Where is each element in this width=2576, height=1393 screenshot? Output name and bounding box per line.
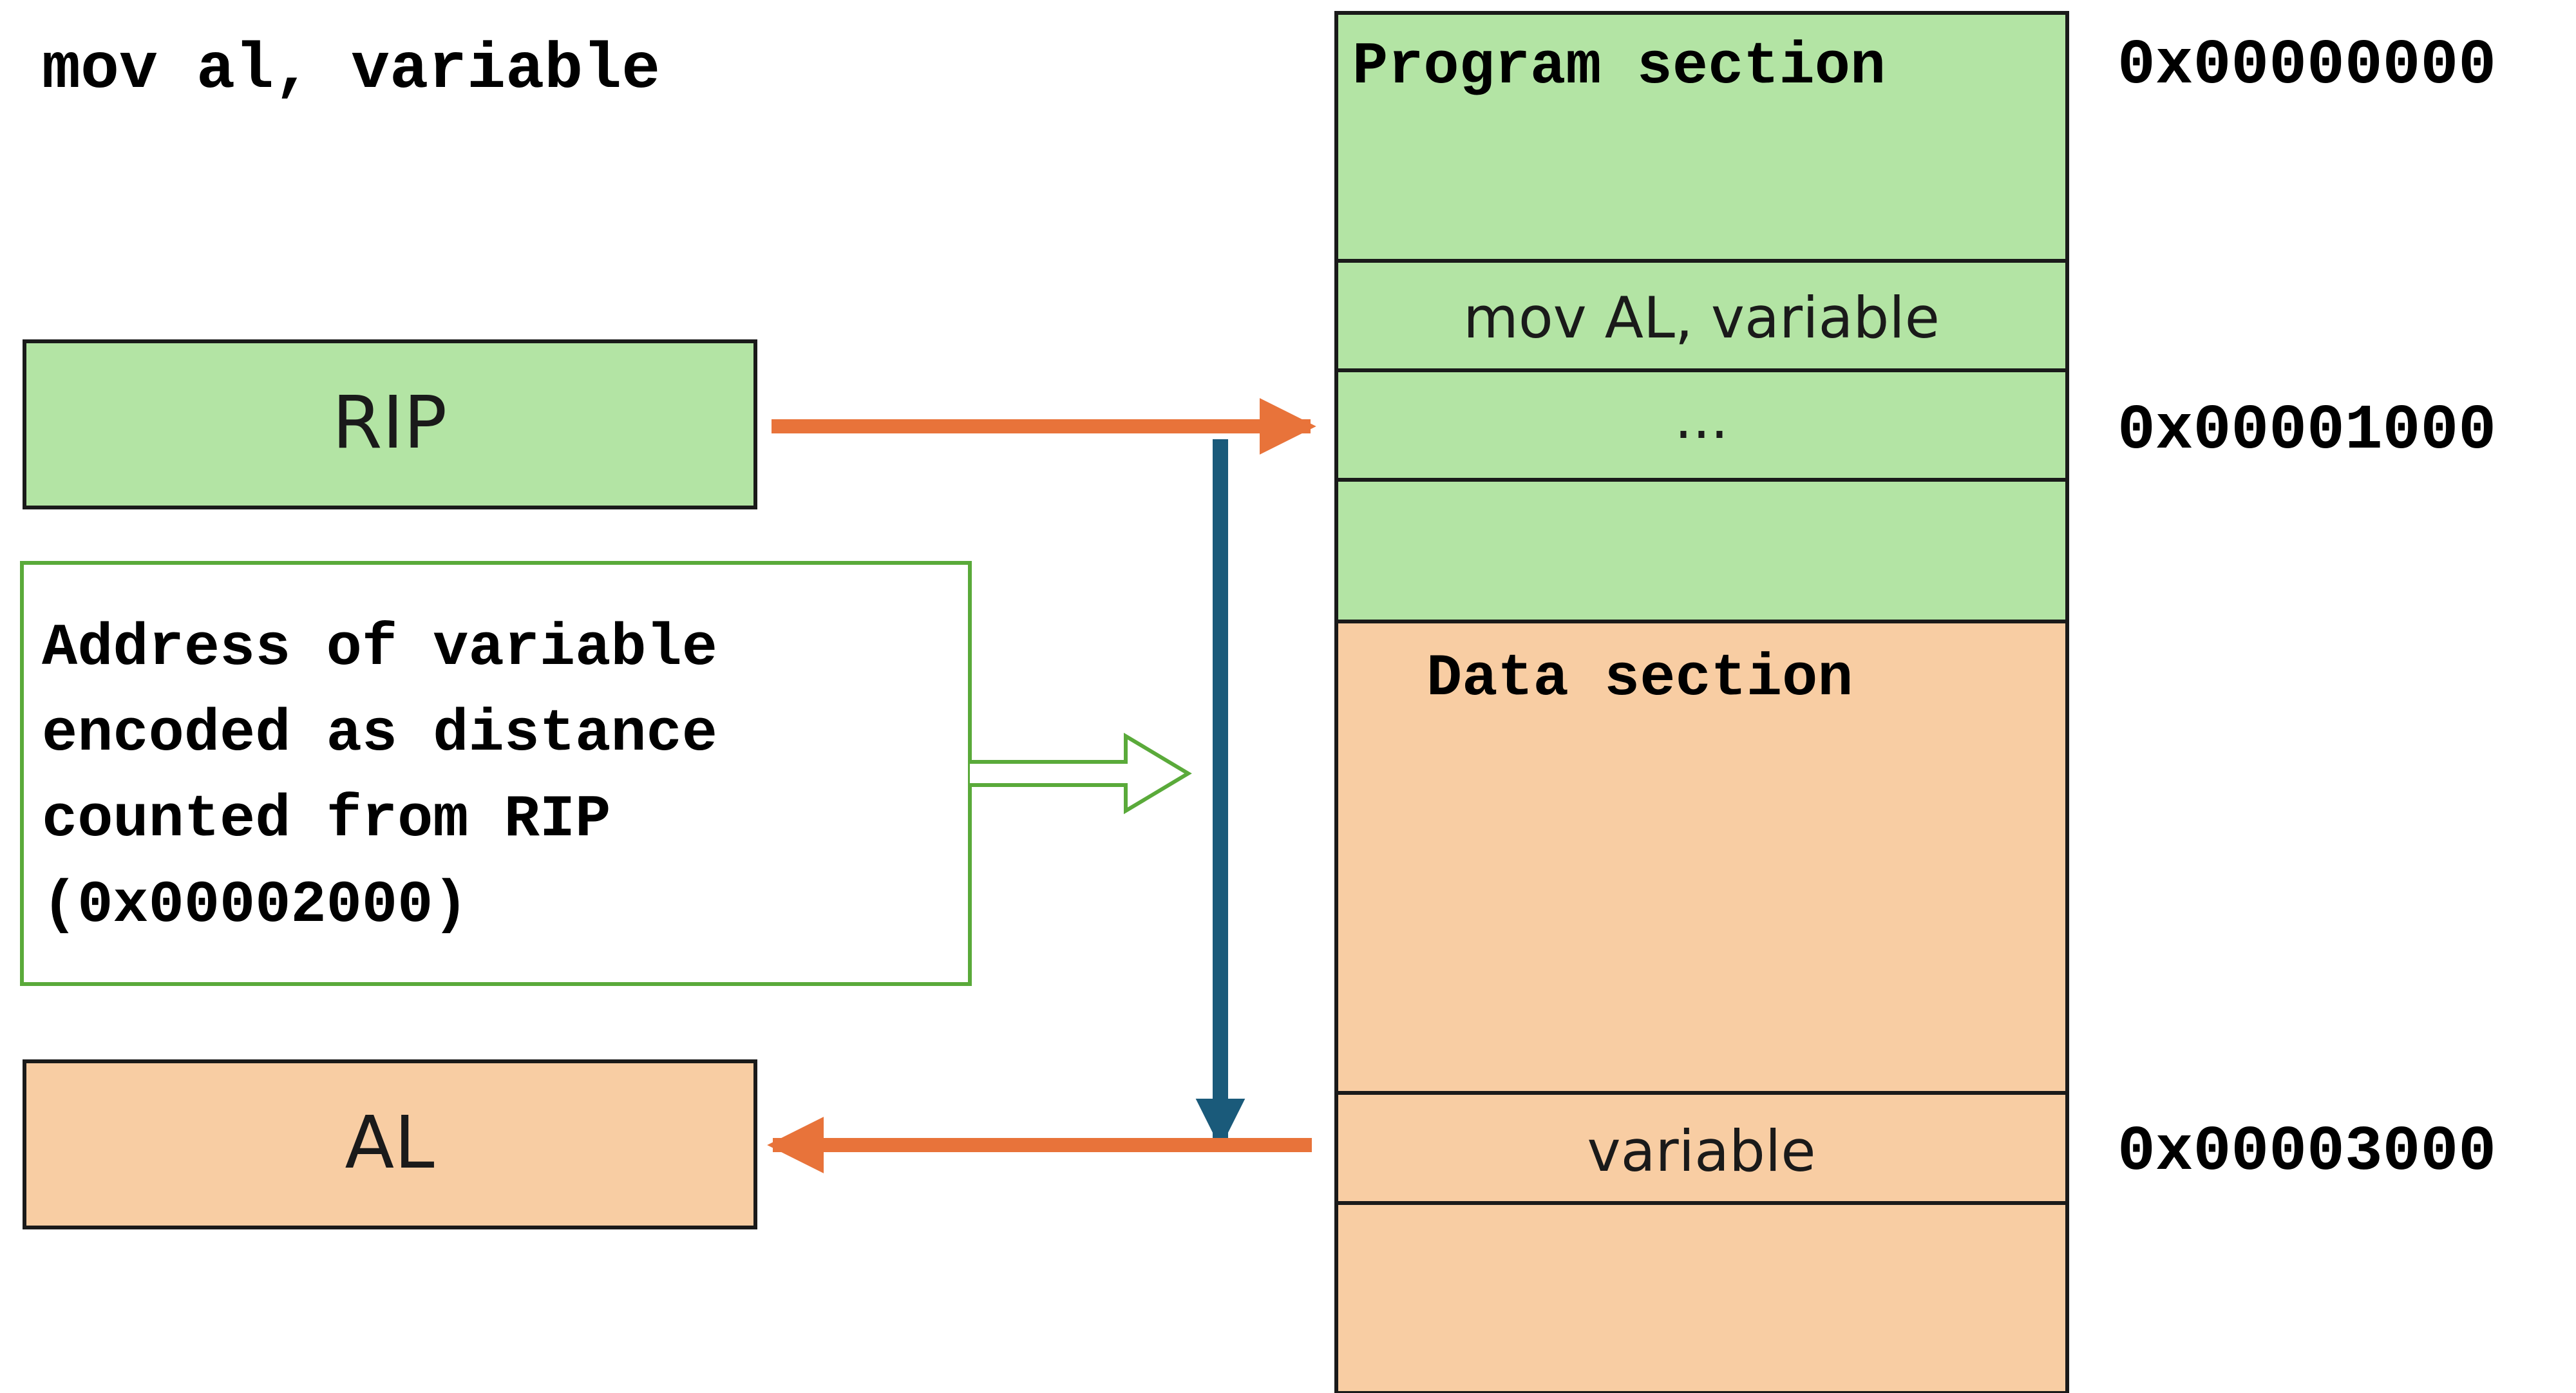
data-section-block	[1334, 620, 2069, 1393]
address-variable: 0x00003000	[2117, 1117, 2496, 1188]
al-label: AL	[345, 1101, 434, 1185]
program-section-label: Program section	[1352, 33, 1886, 100]
note-line-4: (0x00002000)	[42, 871, 469, 939]
rip-relative-note: Address of variable encoded as distance …	[20, 561, 972, 986]
note-line-2: encoded as distance	[42, 700, 717, 768]
variable-cell: variable	[1587, 1118, 1815, 1184]
instruction-cell: mov AL, variable	[1463, 285, 1940, 351]
data-section-label: Data section	[1426, 645, 1853, 712]
memory-column: Program section mov AL, variable ... Dat…	[1334, 11, 2069, 1393]
hollow-arrow-icon	[970, 732, 1192, 815]
note-line-3: counted from RIP	[42, 786, 611, 853]
program-section-block	[1334, 11, 2069, 623]
next-instruction-cell: ...	[1674, 385, 1728, 451]
rip-label: RIP	[332, 381, 447, 465]
svg-text:Address of variable enco: Address of variable encoded as distance …	[42, 614, 753, 939]
rip-register: RIP	[23, 339, 757, 509]
al-register: AL	[23, 1059, 757, 1229]
instruction-title: mov al, variable	[42, 34, 660, 107]
address-rip: 0x00001000	[2117, 395, 2496, 467]
address-program-start: 0x00000000	[2117, 30, 2496, 102]
note-line-1: Address of variable	[42, 614, 717, 682]
